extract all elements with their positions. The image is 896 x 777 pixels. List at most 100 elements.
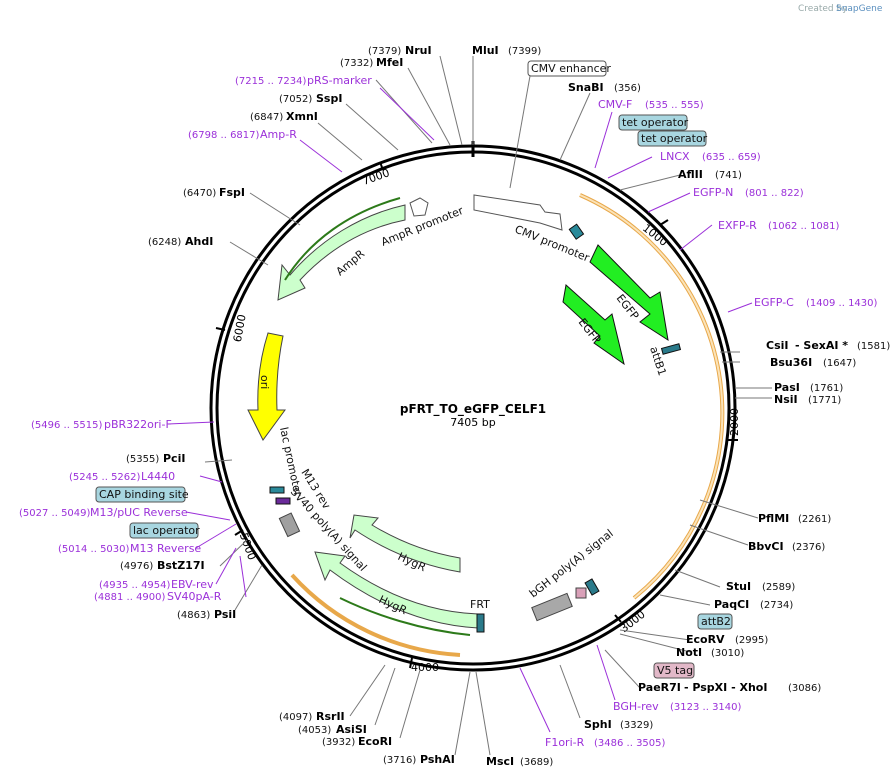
svg-text:(5014 .. 5030): (5014 .. 5030) [58,544,130,555]
svg-text:(3689): (3689) [520,757,553,768]
tick-4000: 4000 [411,661,439,674]
lac-promoter-mark [269,486,285,494]
enzyme-asisi: AsiSI [336,723,367,736]
svg-text:(5496 .. 5515): (5496 .. 5515) [31,420,103,431]
primer-ebv-rev: EBV-rev [171,578,214,591]
feature-lac-operator: lac operator [133,524,200,537]
svg-text:(7215 .. 7234): (7215 .. 7234) [235,76,307,87]
svg-text:(3486 .. 3505): (3486 .. 3505) [594,738,666,749]
label-frt: FRT [470,598,490,611]
primer-l4440: L4440 [141,470,175,483]
feature-v5-tag: V5 tag [657,664,693,677]
primer-f1ori-r: F1ori-R [545,736,585,749]
feature-tet-operator-2: tet operator [641,132,708,145]
v5-tag-mark [575,587,587,599]
svg-text:(7052): (7052) [279,94,312,105]
created-by-text: Created by [798,4,848,14]
svg-text:(1581): (1581) [857,341,890,352]
enzyme-pasi: PasI [774,381,800,394]
enzyme-bstz17i: BstZ17I [157,559,205,572]
enzyme-xmni: XmnI [286,110,318,123]
primer-egfp-c: EGFP-C [754,296,794,309]
svg-text:(7332): (7332) [340,58,373,69]
enzyme-bbvci: BbvCI [748,540,784,553]
svg-text:(1771): (1771) [808,395,841,406]
primer-m13puc-reverse: M13/pUC Reverse [90,506,188,519]
primer-pbr322ori-f: pBR322ori-F [104,418,172,431]
svg-text:(7379): (7379) [368,46,401,57]
enzyme-pcii: PciI [163,452,185,465]
svg-text:(3329): (3329) [620,720,653,731]
enzyme-stui: StuI [726,580,751,593]
enzyme-nrui: NruI [405,44,432,57]
tick-3000: 3000 [618,608,648,635]
svg-text:(4053): (4053) [298,725,331,736]
enzyme-psii: PsiI [214,608,236,621]
enzyme-aflii: AflII [678,168,703,181]
attb2-mark [584,578,600,596]
enzyme-snabi: SnaBI [568,81,604,94]
primer-labels: pRS-marker (7215 .. 7234) Amp-R (6798 ..… [19,74,878,749]
svg-text:(2734): (2734) [760,600,793,611]
plasmid-size: 7405 bp [450,416,495,429]
hygr-arrow-1 [349,514,461,573]
tick-2000: 2000 [728,408,741,436]
svg-text:(535 .. 555): (535 .. 555) [645,100,704,111]
label-ori: ori [258,375,271,389]
primer-leader-lines [167,87,753,733]
enzyme-ecori: EcoRI [358,735,392,748]
enzyme-sphi: SphI [584,718,612,731]
svg-text:(4976): (4976) [120,561,153,572]
svg-text:- PspXI - XhoI: - PspXI - XhoI [684,681,767,694]
egfp-arrow-1 [589,244,669,342]
attb1-mark [660,343,682,355]
svg-text:(1647): (1647) [823,358,856,369]
svg-text:(741): (741) [715,170,742,181]
primer-lncx: LNCX [660,150,690,163]
tick-6000: 6000 [231,313,249,343]
ring-ticks [215,161,738,669]
svg-text:(5245 .. 5262): (5245 .. 5262) [69,472,141,483]
bgh-block [531,592,573,622]
svg-text:(4935 .. 4954): (4935 .. 4954) [99,580,171,591]
svg-text:(5027 .. 5049): (5027 .. 5049) [19,508,91,519]
enzyme-ahdi: AhdI [185,235,213,248]
svg-text:(801 .. 822): (801 .. 822) [745,188,804,199]
enzyme-pshai: PshAI [420,753,455,766]
ori-arrow [247,332,286,441]
ampr-promoter-arrow [409,197,429,217]
enzyme-ecorv: EcoRV [686,633,725,646]
boxed-feature-labels: CMV enhancer tet operator tet operator a… [95,60,733,679]
svg-text:(2261): (2261) [798,514,831,525]
svg-text:(4881 .. 4900): (4881 .. 4900) [94,592,166,603]
primer-cmv-f: CMV-F [598,98,632,111]
tet-operator-mark [568,223,585,240]
svg-text:(1761): (1761) [810,383,843,394]
enzyme-paqci: PaqCI [714,598,749,611]
svg-text:(3932): (3932) [322,737,355,748]
svg-text:(2995): (2995) [735,635,768,646]
enzyme-mlui: MluI [472,44,499,57]
feature-attb2: attB2 [701,615,731,628]
svg-text:(5355): (5355) [126,454,159,465]
svg-text:(3123 .. 3140): (3123 .. 3140) [670,702,742,713]
svg-text:(4863): (4863) [177,610,210,621]
svg-text:(1062 .. 1081): (1062 .. 1081) [768,221,840,232]
enzyme-sspi: SspI [316,92,342,105]
snapgene-logo: SnapGene [836,4,883,14]
feature-cmv-enhancer: CMV enhancer [531,62,611,75]
enzyme-paer7i: PaeR7I [638,681,681,694]
enzyme-csii: CsiI [766,339,788,352]
svg-text:- SexAI *: - SexAI * [795,339,848,352]
enzyme-rsrii: RsrII [316,710,345,723]
svg-text:(7399): (7399) [508,46,541,57]
primer-egfp-n: EGFP-N [693,186,733,199]
svg-text:(2589): (2589) [762,582,795,593]
label-bgh-polya: bGH poly(A) signal [527,527,616,600]
svg-text:(6847): (6847) [250,112,283,123]
hygr-arrow-2 [314,551,479,629]
svg-text:(3716): (3716) [383,755,416,766]
primer-prs-marker: pRS-marker [307,74,372,87]
enzyme-nsii: NsiI [774,393,798,406]
